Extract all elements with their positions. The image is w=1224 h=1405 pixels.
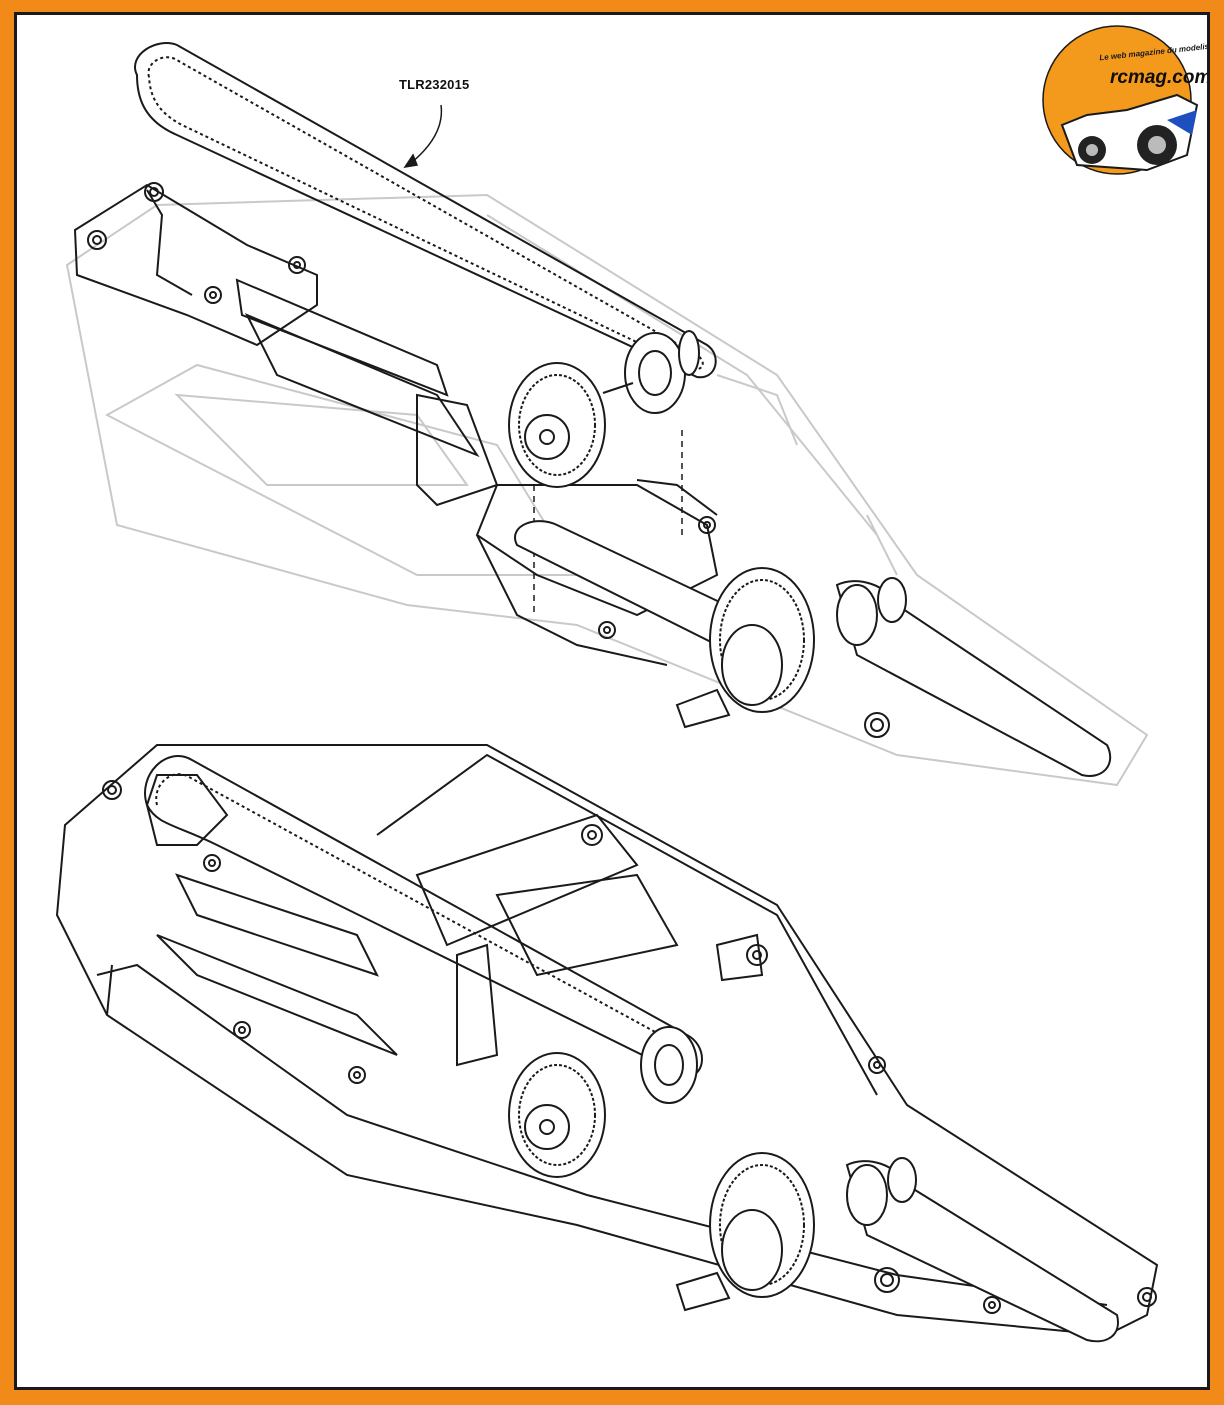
- chassis-exploded-diagram: [55, 25, 1199, 1343]
- logo-graphic: [1042, 25, 1199, 175]
- bottom-chassis: [55, 744, 1159, 1337]
- diagram-canvas: TLR232015 Le web magazine du modelisme r…: [14, 12, 1210, 1390]
- bottom-gear-pulleys: [508, 1026, 1119, 1343]
- logo-brand: rcmag.com: [1110, 67, 1210, 88]
- top-rear-drive: [514, 520, 1112, 777]
- callout-leader: [403, 104, 443, 169]
- timing-belt-installed: [144, 755, 703, 1079]
- top-chassis-front: [73, 182, 890, 738]
- top-gear-pulleys: [508, 330, 700, 488]
- ghost-chassis-top: [65, 193, 1149, 787]
- timing-belt-long: [134, 42, 717, 379]
- part-number-label: TLR232015: [399, 77, 470, 92]
- logo-tagline: Le web magazine du modelisme: [1098, 40, 1210, 63]
- rcmag-logo: Le web magazine du modelisme rcmag.com: [1055, 35, 1210, 185]
